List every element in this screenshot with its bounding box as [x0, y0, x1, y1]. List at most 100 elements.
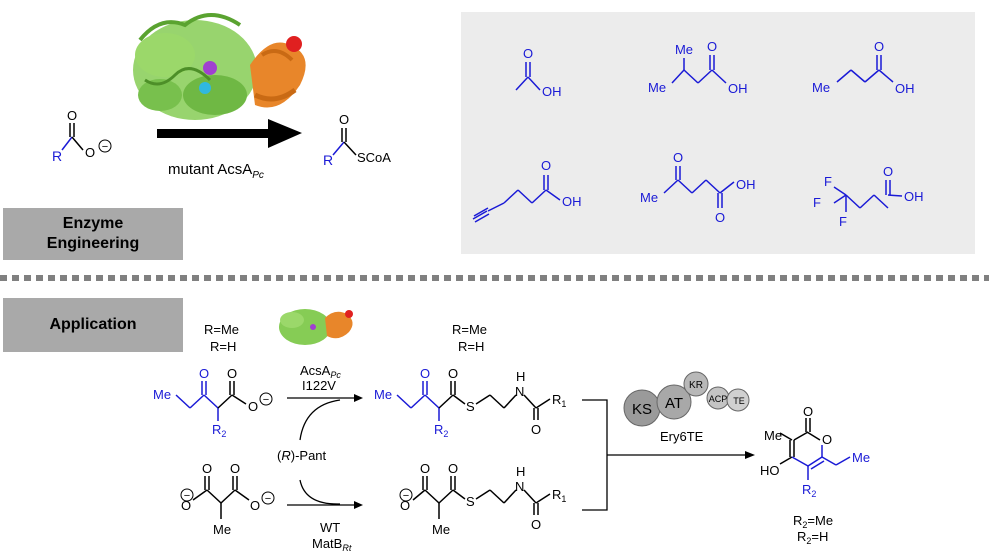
- pyrone-ho: HO: [760, 463, 780, 478]
- substrate-o-label: O: [67, 108, 77, 123]
- enzyme1-label: AcsAPc: [300, 363, 341, 380]
- mm-me-label: Me: [213, 522, 231, 537]
- acid4-o: O: [541, 158, 551, 173]
- snac2-ominus: O: [400, 498, 410, 513]
- keto-acid-substrate: [175, 381, 219, 421]
- protein-structure-image: [133, 13, 306, 120]
- substrate-carboxylate: O R O −: [52, 108, 112, 164]
- acid5-me: Me: [640, 190, 658, 205]
- acid5-o-top: O: [673, 150, 683, 165]
- acid-trifluoro: [833, 180, 903, 212]
- keto-me-label: Me: [153, 387, 171, 402]
- acid-acetic: [515, 62, 541, 91]
- product-r-label: R: [323, 152, 333, 168]
- acid3-me: Me: [812, 80, 830, 95]
- snac2-s: S: [466, 494, 475, 509]
- acid-isovaleric: [671, 55, 727, 84]
- pyrone-r2: R2: [802, 482, 816, 499]
- mm-o2: O: [230, 461, 240, 476]
- mm-o1: O: [202, 461, 212, 476]
- reaction-arrow-ery6te: [582, 399, 745, 511]
- product-scoa-label: SCoA: [357, 150, 391, 165]
- enzyme1-mutation: I122V: [302, 378, 336, 393]
- snac2-r1: R1: [552, 487, 566, 504]
- enzyme-engineering-line1: Enzyme: [62, 215, 124, 232]
- module-te: TE: [733, 396, 745, 406]
- acid2-me-top: Me: [675, 42, 693, 57]
- final-r2-h: R2=H: [797, 529, 828, 546]
- substrate-scope-panel: [461, 12, 975, 254]
- acid5-o-bottom: O: [715, 210, 725, 225]
- acid6-oh: OH: [904, 189, 924, 204]
- keto-charge: −: [263, 394, 269, 406]
- r-h-label-left: R=H: [210, 339, 236, 354]
- acid-butyric: [836, 55, 894, 83]
- module-at: AT: [665, 395, 683, 412]
- acid2-o: O: [707, 39, 717, 54]
- r-me-label-left: R=Me: [204, 322, 239, 337]
- acid6-f3: F: [839, 214, 847, 229]
- protein-small-image: [279, 309, 353, 345]
- pyrone-o-carbonyl: O: [803, 404, 813, 419]
- acid2-oh: OH: [728, 81, 748, 96]
- acid6-o: O: [883, 164, 893, 179]
- snac2-charge: −: [403, 490, 409, 502]
- module-ks: KS: [632, 401, 652, 418]
- substrate-charge: −: [102, 141, 108, 153]
- snac2-o1: O: [420, 461, 430, 476]
- keto-ominus-label: O: [248, 399, 258, 414]
- ery6te-label: Ery6TE: [660, 429, 704, 444]
- snac1-o1: O: [420, 366, 430, 381]
- methylmalonyl-snac-product: [412, 476, 551, 519]
- mm-ominus-right: O: [250, 498, 260, 513]
- reaction-arrow-acs: [287, 394, 363, 441]
- acid1-o: O: [523, 46, 533, 61]
- acid6-f1: F: [824, 174, 832, 189]
- final-r2-me: R2=Me: [793, 513, 833, 530]
- keto-o-label: O: [199, 366, 209, 381]
- wt-label: WT: [320, 520, 340, 535]
- acid6-f2: F: [813, 195, 821, 210]
- snac1-r1: R1: [552, 392, 566, 409]
- r-h-label-mid: R=H: [458, 339, 484, 354]
- enzyme2-label: MatBRt: [312, 536, 352, 552]
- pyrone-product: [779, 418, 851, 480]
- pyrone-me: Me: [764, 428, 782, 443]
- acid5-oh: OH: [736, 177, 756, 192]
- acid2-me-left: Me: [648, 80, 666, 95]
- module-kr: KR: [689, 380, 703, 391]
- snac2-me: Me: [432, 522, 450, 537]
- pant-label: (R)-Pant: [277, 448, 327, 463]
- keto-r2-label: R2: [212, 422, 226, 439]
- pyrone-o-ring: O: [822, 432, 832, 447]
- mm-charge-right: −: [265, 493, 271, 505]
- acid3-oh: OH: [895, 81, 915, 96]
- product-thioester: O R SCoA: [323, 112, 391, 168]
- snac1-r2: R2: [434, 422, 448, 439]
- snac1-h: H: [516, 369, 525, 384]
- snac2-h: H: [516, 464, 525, 479]
- substrate-ominus-label: O: [85, 145, 95, 160]
- snac2-n: N: [515, 479, 524, 494]
- arrow-label-mutant: mutant AcsAPc: [168, 161, 264, 181]
- reaction-arrow-top: [157, 119, 302, 148]
- pyrone-me-ethyl: Me: [852, 450, 870, 465]
- acid1-oh: OH: [542, 84, 562, 99]
- acid3-o: O: [874, 39, 884, 54]
- acid-levulinic: [663, 166, 735, 208]
- pks-module: [623, 371, 750, 427]
- snac1-n: N: [515, 384, 524, 399]
- reaction-arrow-matb: [287, 479, 363, 509]
- methylmalonate-substrate: [192, 476, 250, 519]
- mm-ominus-left: O: [181, 498, 191, 513]
- enzyme-engineering-box: Enzyme Engineering: [3, 208, 183, 260]
- module-acp: ACP: [709, 394, 728, 404]
- application-title: Application: [49, 316, 137, 333]
- snac1-s: S: [466, 399, 475, 414]
- snac2-o3: O: [531, 517, 541, 532]
- application-box: Application: [3, 298, 183, 352]
- snac1-o3: O: [531, 422, 541, 437]
- enzyme-engineering-line2: Engineering: [46, 235, 140, 252]
- r-me-label-mid: R=Me: [452, 322, 487, 337]
